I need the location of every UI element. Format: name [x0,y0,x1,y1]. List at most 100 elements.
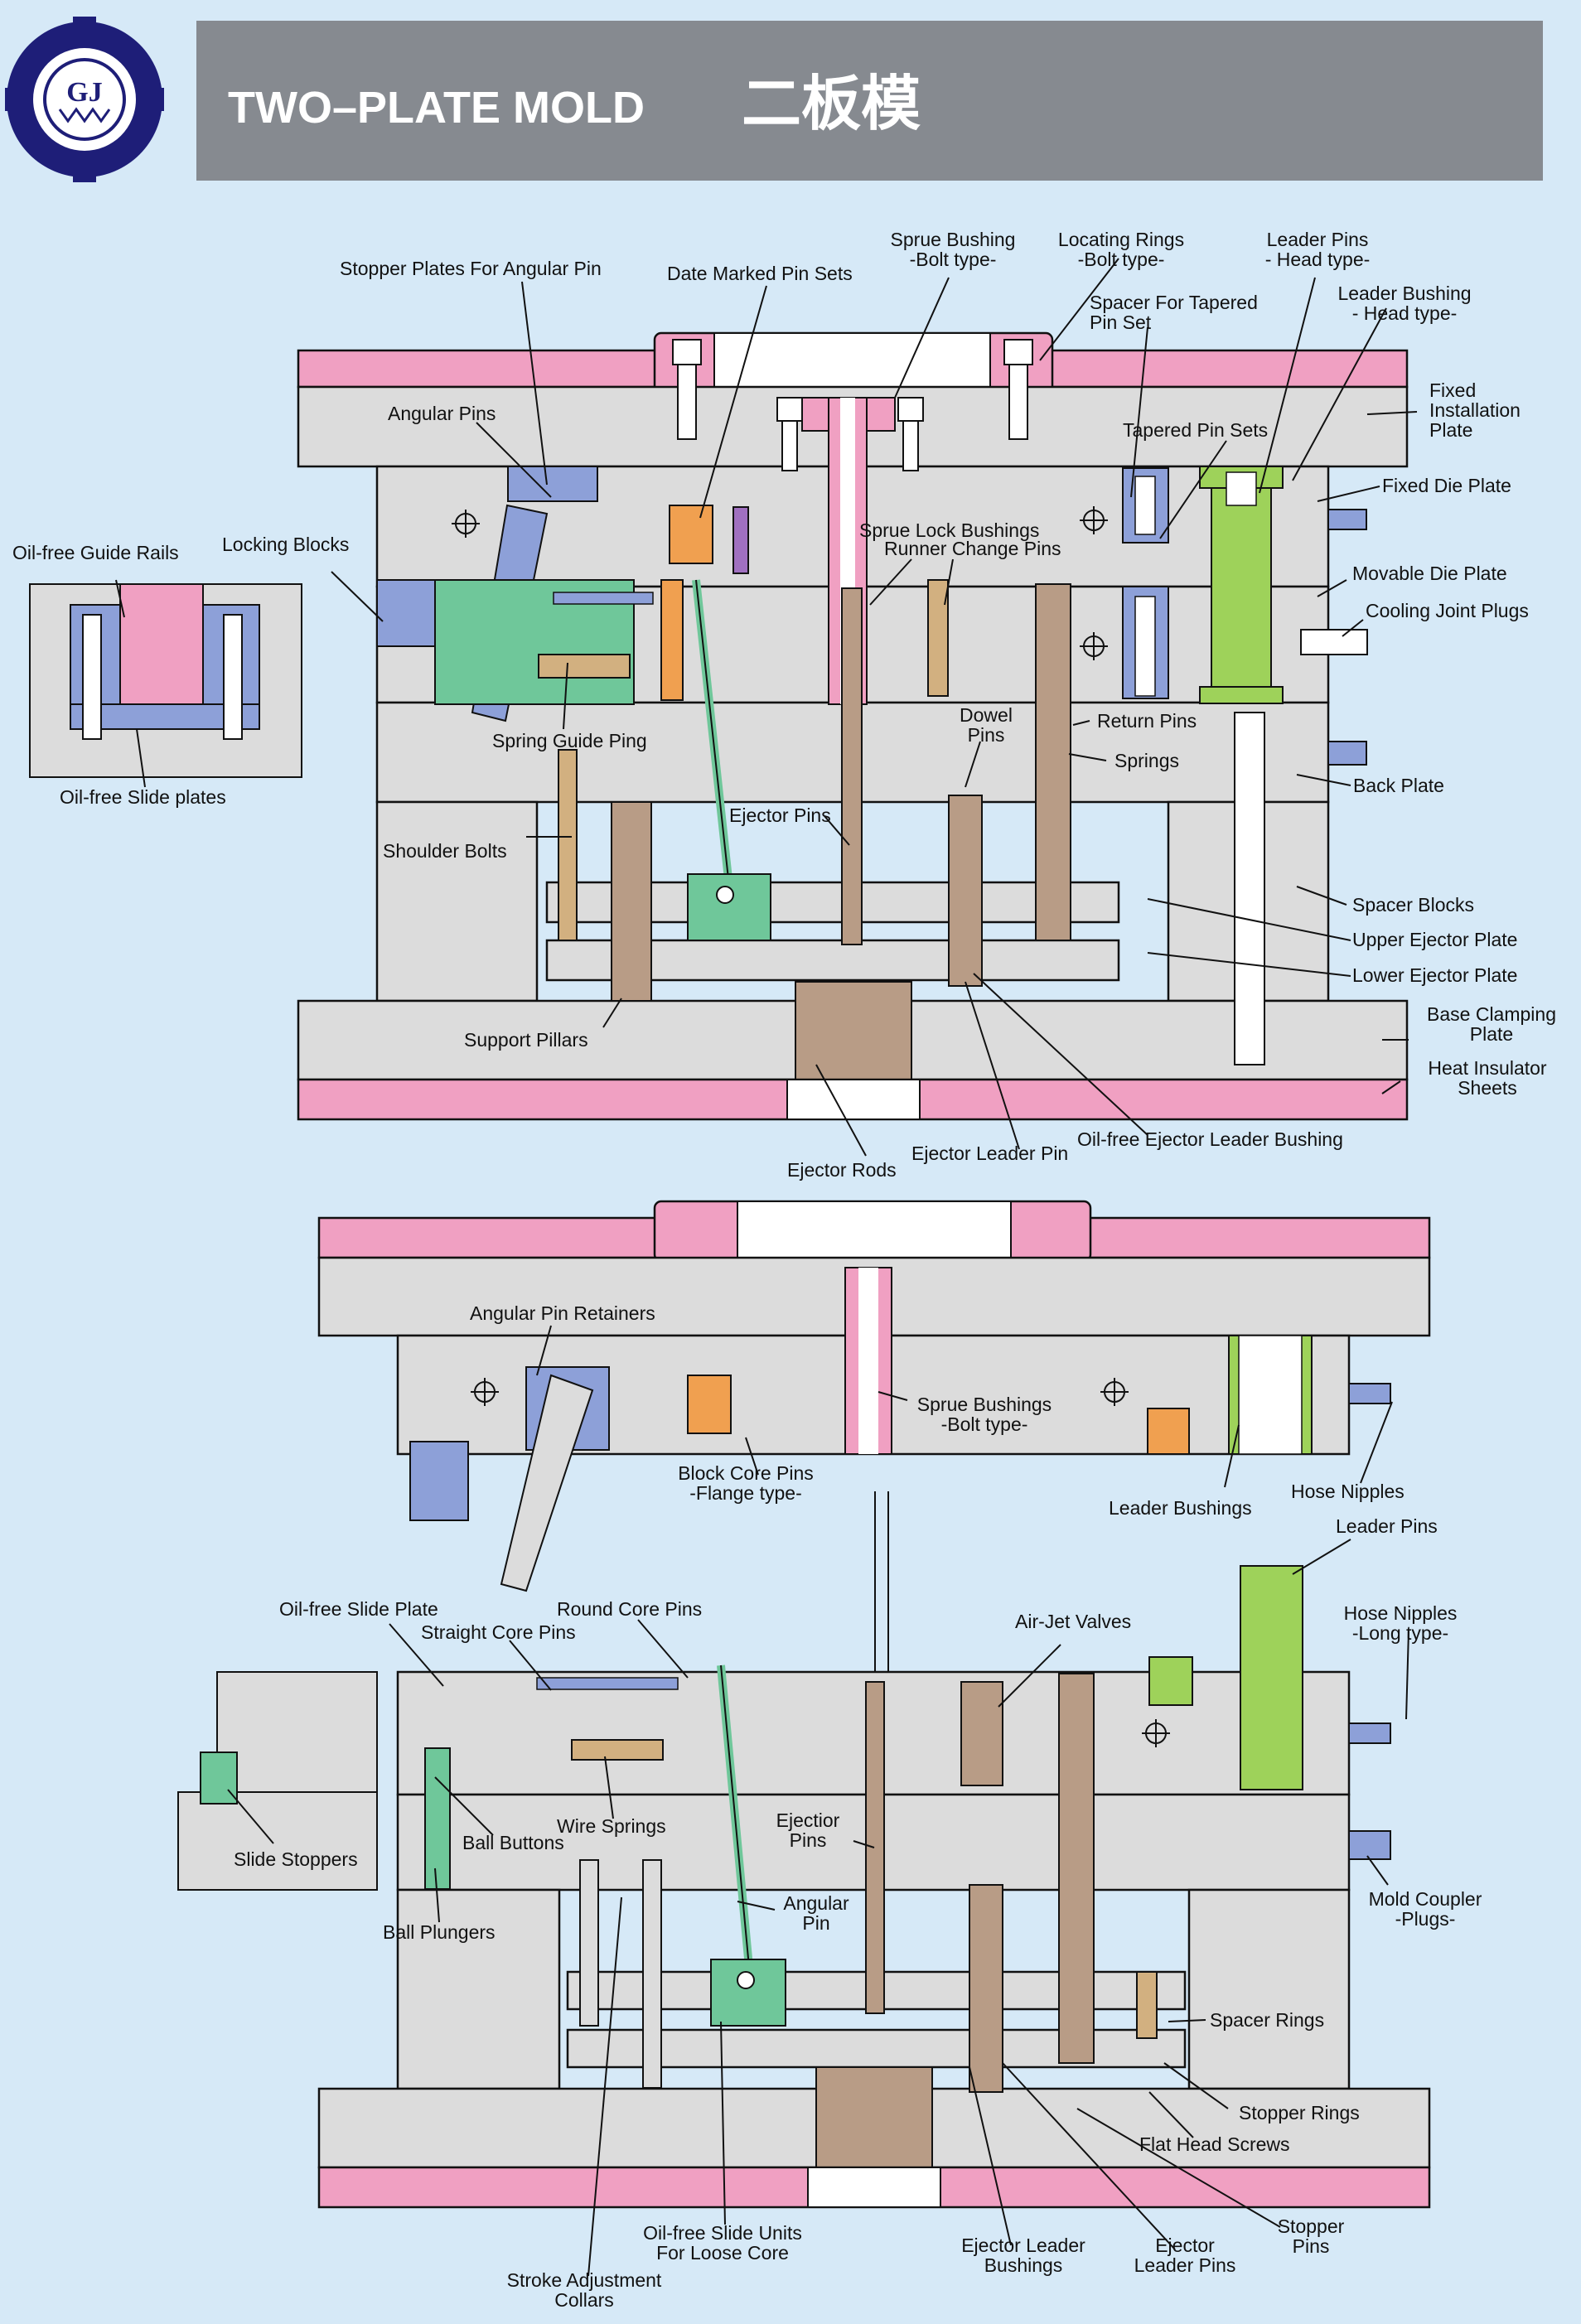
label-oil-free-slide-units: Oil-free Slide Units [643,2222,802,2244]
label-heat-insulator: Heat Insulator [1428,1057,1547,1079]
label-hose-nipples-long: Hose Nipples [1344,1602,1458,1624]
label-ball-plungers: Ball Plungers [383,1921,496,1943]
stopper-plate-angular-pin [507,466,598,502]
label-installation: Installation [1429,399,1521,421]
label-stopper-rings: Stopper Rings [1239,2102,1360,2123]
spacer-block-left [375,800,539,1003]
label-ejectior: Ejectior [776,1809,840,1831]
locking-block [376,579,436,647]
label-angular-pin: Pin [802,1912,829,1934]
label-sprue-bushings-type: -Bolt type- [941,1413,1028,1435]
label-for-loose-core: For Loose Core [656,2242,789,2264]
shoulder-bolt [558,749,578,941]
label-mold-coupler: Mold Coupler [1369,1888,1482,1910]
label-leader-bushing: Leader Bushing [1337,283,1471,304]
hose-nipple [1348,1383,1391,1404]
label-sprue-bushing-type: -Bolt type- [910,249,997,270]
label-oil-free-slide-plates: Oil-free Slide plates [60,786,226,808]
label-stroke-adjustment: Stroke Adjustment [507,2269,662,2291]
label-springs: Springs [1114,750,1179,771]
leader-pin-2 [1240,1565,1303,1790]
label-round-core-pins: Round Core Pins [557,1598,702,1620]
label-spacer-blocks: Spacer Blocks [1352,894,1474,916]
label-upper-ejector-plate: Upper Ejector Plate [1352,929,1517,950]
label-locating-rings: Locating Rings [1058,229,1184,250]
air-jet-valve [960,1681,1003,1786]
bottom-labels: Angular Pin Retainers Sprue Bushings -Bo… [234,1302,1482,2311]
slide-stopper [200,1751,238,1805]
label-leader-bushings: Leader Bushings [1109,1497,1252,1519]
label-ejector-leader-pins: Leader Pins [1134,2254,1236,2276]
label-angular-pin-retainers: Angular Pin Retainers [470,1302,655,1324]
slide-unit-2 [710,1959,786,2027]
label-spring-guide-ping: Spring Guide Ping [492,730,647,751]
label-block-core-pins-type: -Flange type- [689,1482,802,1504]
label-lower-ejector-plate: Lower Ejector Plate [1352,964,1517,986]
label-dowel-pins: Pins [968,724,1005,746]
ejector-pin [841,587,863,945]
label-straight-core-pins: Straight Core Pins [421,1621,576,1643]
label-ejector-leader-pin: Ejector Leader Pin [911,1143,1068,1164]
label-base-clamping: Base Clamping [1427,1003,1556,1025]
spring-guide-pin [538,654,631,679]
date-marked-pin-set [669,505,713,564]
slide-unit [687,873,771,941]
label-leader-pins-2: Leader Pins [1336,1515,1438,1537]
wire-spring [571,1739,664,1761]
leader-pin [1211,487,1272,688]
label-stopper-pins: Pins [1293,2235,1330,2257]
label-dowel: Dowel [960,704,1013,726]
label-ejector-rods: Ejector Rods [787,1159,897,1181]
label-movable-die-plate: Movable Die Plate [1352,563,1507,584]
logo-text: GJ [66,77,102,108]
label-leader-bushing-type: - Head type- [1352,302,1458,324]
label-leader-pins: Leader Pins [1267,229,1369,250]
label-angular-pins: Angular Pins [388,403,496,424]
label-flat-head-screws: Flat Head Screws [1139,2133,1290,2155]
label-block-core-pins: Block Core Pins [678,1462,814,1484]
block-core-pin [687,1375,732,1434]
label-spacer-for-tapered: Spacer For Tapered [1090,292,1258,313]
ejector-pin-2 [865,1681,885,2014]
label-runner-change-pins: Runner Change Pins [884,538,1061,559]
label-fixed-die-plate: Fixed Die Plate [1382,475,1511,496]
company-logo: GJ [5,17,164,182]
label-ejector: Ejector [1155,2235,1215,2256]
label-sprue-bushings: Sprue Bushings [917,1394,1052,1415]
label-mold-coupler-plugs: -Plugs- [1395,1908,1456,1930]
title-english: TWO–PLATE MOLD [228,83,645,133]
leader-lines [115,258,1418,2277]
ejector-leader-pin [948,795,983,987]
label-heat-insulator-sheets: Sheets [1458,1077,1517,1099]
support-pillar [611,801,652,1002]
label-oil-free-slide-plate: Oil-free Slide Plate [279,1598,438,1620]
top-mold-assembly [297,331,1409,1121]
label-fixed: Fixed [1429,379,1476,401]
label-sprue-lock-bushings: Sprue Lock Bushings [859,519,1039,541]
label-slide-stoppers: Slide Stoppers [234,1848,358,1870]
straight-core-pin [536,1677,679,1690]
title-chinese: 二板模 [742,71,921,138]
label-air-jet-valves: Air-Jet Valves [1015,1611,1131,1632]
label-locating-rings-type: -Bolt type- [1078,249,1165,270]
label-leader-pins-type: - Head type- [1265,249,1371,270]
label-support-pillars: Support Pillars [464,1029,588,1051]
runner-change-pin [927,579,949,697]
label-angular: Angular [783,1892,849,1914]
label-hose-nipples: Hose Nipples [1291,1481,1405,1502]
guide-rail-inset [29,583,302,778]
label-ball-buttons: Ball Buttons [462,1832,564,1853]
top-labels: Stopper Plates For Angular Pin Date Mark… [12,229,1556,1181]
label-back-plate: Back Plate [1353,775,1444,796]
title-banner [196,21,1543,181]
label-wire-springs: Wire Springs [557,1815,666,1837]
label-oil-free-guide-rails: Oil-free Guide Rails [12,542,179,563]
long-bolt [1234,712,1265,1065]
return-pin-2 [1058,1673,1095,2064]
label-base-clamping-plate: Plate [1470,1023,1513,1045]
label-stopper-plates-for-angular-pin: Stopper Plates For Angular Pin [340,258,602,279]
label-date-marked-pin-sets: Date Marked Pin Sets [667,263,853,284]
label-ejector-leader: Ejector Leader [961,2235,1085,2256]
label-shoulder-bolts: Shoulder Bolts [383,840,507,862]
